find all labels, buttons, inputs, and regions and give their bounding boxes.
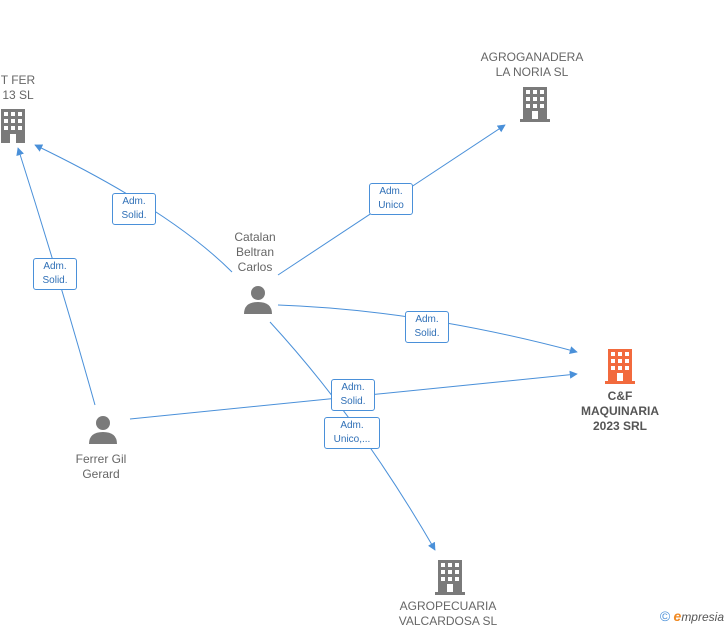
edge-label-catalan-cf: Adm. Solid.	[405, 311, 449, 343]
edge-label-ferrer-matfer: Adm. Solid.	[33, 258, 77, 290]
node-label-catalan[interactable]: Catalan Beltran Carlos	[234, 230, 276, 274]
person-icon-ferrer	[89, 416, 117, 444]
person-icon-catalan	[244, 286, 272, 314]
node-label-cf[interactable]: C&F MAQUINARIA 2023 SRL	[581, 389, 659, 433]
edge-label-catalan-matfer: Adm. Solid.	[112, 193, 156, 225]
building-icon-agroganadera	[520, 87, 550, 122]
node-label-ferrer[interactable]: Ferrer Gil Gerard	[75, 452, 127, 481]
edge-label-ferrer-cf: Adm. Solid.	[331, 379, 375, 411]
building-icon-matfer	[1, 109, 25, 143]
edge-label-catalan-agropecuaria: Adm. Unico,...	[324, 417, 380, 449]
building-icon-agropecuaria	[435, 560, 465, 595]
edge-label-catalan-agroganadera: Adm. Unico	[369, 183, 413, 215]
node-label-agroganadera[interactable]: AGROGANADERA LA NORIA SL	[480, 50, 584, 79]
node-label-matfer[interactable]: T FER 13 SL	[0, 73, 36, 102]
empresia-logo: © empresia	[659, 608, 724, 624]
node-label-agropecuaria[interactable]: AGROPECUARIA VALCARDOSA SL	[398, 599, 498, 628]
building-icon-cf	[605, 349, 635, 384]
